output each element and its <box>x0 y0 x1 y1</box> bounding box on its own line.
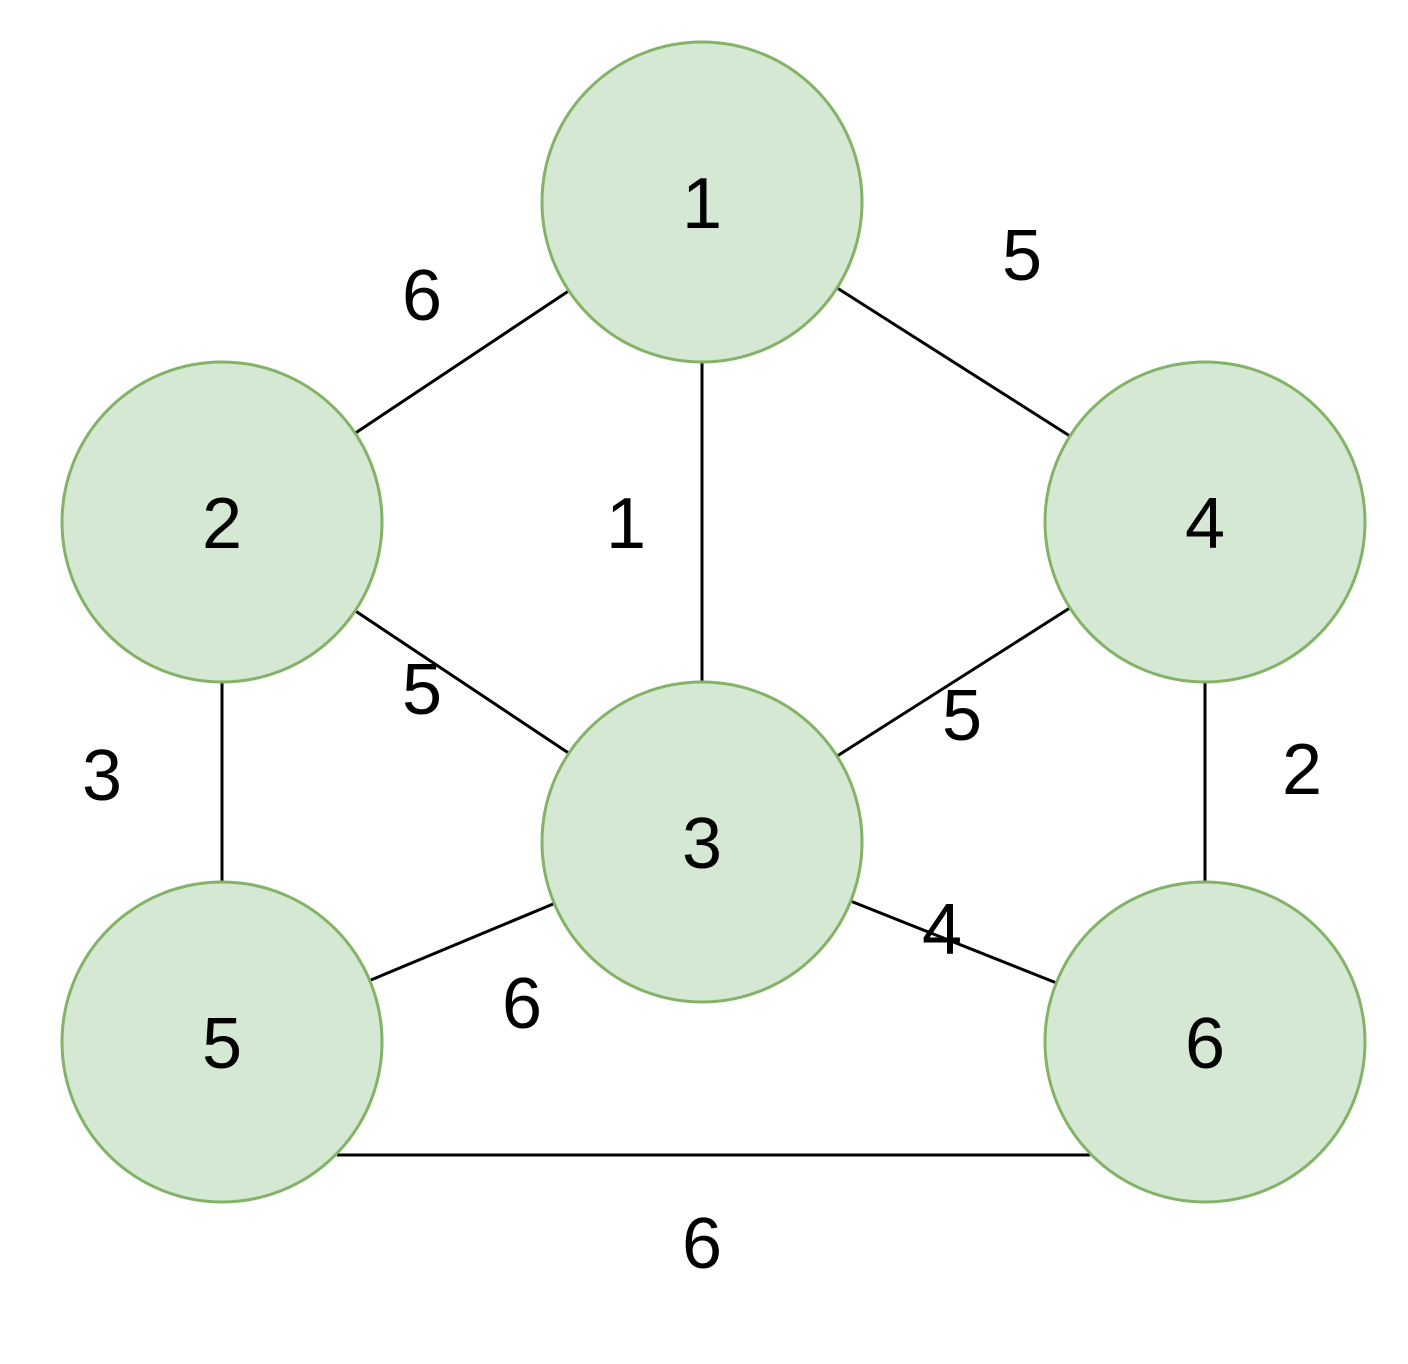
edges-layer <box>220 286 1207 1157</box>
edge-weight-3-4: 5 <box>942 676 982 756</box>
edge-weight-3-6: 4 <box>922 890 962 970</box>
edge-3-4 <box>836 606 1071 758</box>
edge-3-6 <box>850 899 1057 985</box>
node-label-6: 6 <box>1185 1004 1225 1084</box>
edge-weight-5-6: 6 <box>682 1204 722 1284</box>
node-label-3: 3 <box>682 804 722 884</box>
edge-weight-1-2: 6 <box>402 256 442 336</box>
node-label-5: 5 <box>202 1004 242 1084</box>
edge-weight-4-6: 2 <box>1282 730 1322 810</box>
edge-weight-1-3: 1 <box>606 484 646 564</box>
edge-1-4 <box>836 286 1071 438</box>
node-label-1: 1 <box>682 164 722 244</box>
node-circle-2 <box>60 360 384 684</box>
node-3: 3 <box>540 680 864 1004</box>
edge-weights-layer: 6 5 1 5 5 3 2 6 4 6 <box>82 216 1322 1284</box>
node-5: 5 <box>60 880 384 1204</box>
edge-weight-3-5: 6 <box>502 964 542 1044</box>
node-6: 6 <box>1043 880 1367 1204</box>
node-label-4: 4 <box>1185 484 1225 564</box>
node-4: 4 <box>1043 360 1367 684</box>
node-1: 1 <box>540 40 864 364</box>
edge-weight-2-3: 5 <box>402 650 442 730</box>
node-circle-6 <box>1043 880 1367 1204</box>
nodes-layer: 1 2 3 4 5 6 <box>60 40 1367 1204</box>
edge-weight-1-4: 5 <box>1002 216 1042 296</box>
edge-weight-2-5: 3 <box>82 736 122 816</box>
node-circle-3 <box>540 680 864 1004</box>
node-circle-1 <box>540 40 864 364</box>
node-label-2: 2 <box>202 484 242 564</box>
edge-1-2 <box>354 289 570 435</box>
edge-2-3 <box>354 609 570 755</box>
node-2: 2 <box>60 360 384 684</box>
node-circle-5 <box>60 880 384 1204</box>
node-circle-4 <box>1043 360 1367 684</box>
edge-3-5 <box>369 902 555 982</box>
